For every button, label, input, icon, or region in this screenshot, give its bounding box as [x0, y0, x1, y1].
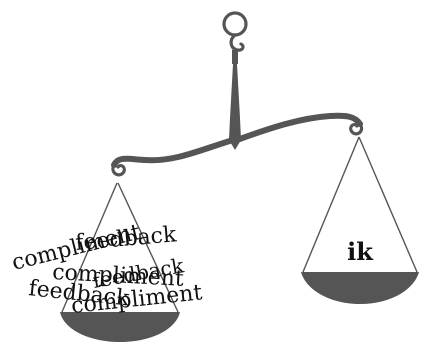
left-pan-word-pile: feedback compliment compliment feedback … [9, 220, 203, 319]
scale-beam [111, 112, 364, 177]
central-pillar [229, 50, 241, 150]
right-pan [301, 272, 419, 304]
word-ik: ik [347, 237, 374, 266]
left-pan [60, 312, 180, 342]
left-pan-strings [61, 182, 179, 313]
right-pan-strings [302, 136, 418, 273]
hanging-ring [222, 11, 248, 52]
